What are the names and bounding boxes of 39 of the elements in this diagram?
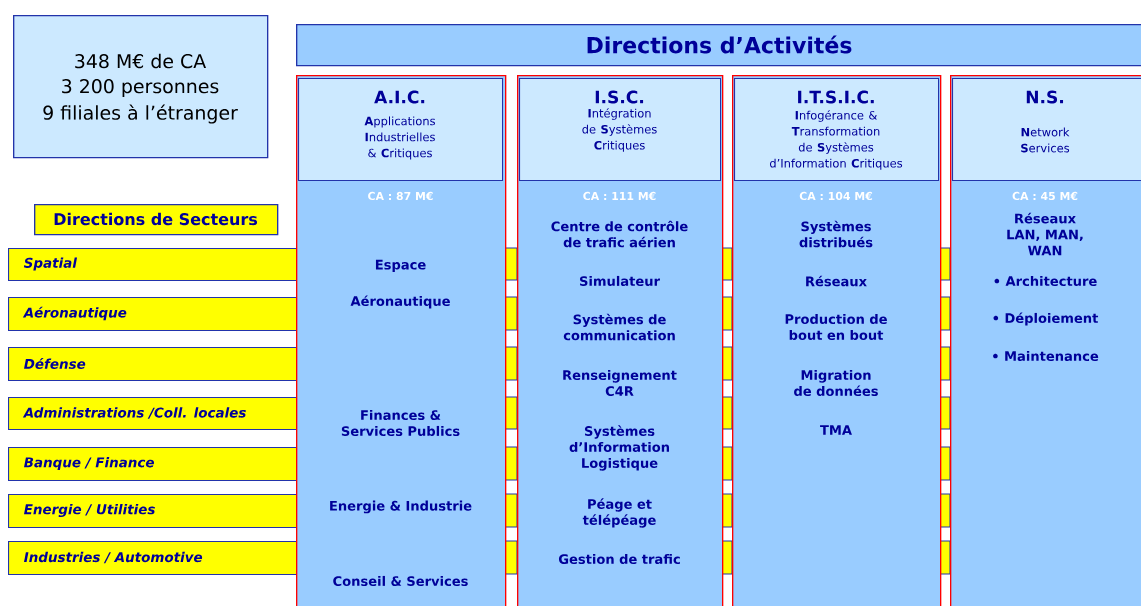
activity-item: Réseaux (806, 275, 867, 287)
activity-item: Simulateur (579, 275, 660, 287)
activity-item: Conseil & Services (333, 575, 468, 587)
activity-item: • Maintenance (993, 350, 1099, 362)
activity-item: Systèmes de communication (563, 313, 675, 341)
activity-item: Espace (375, 259, 426, 273)
activity-item: Migration de données (794, 369, 878, 397)
section-title-box: Directions de Secteurs (34, 204, 279, 236)
activity-item: Centre de contrôle de trafic aérien (551, 220, 688, 248)
activity-item: • Architecture (994, 275, 1097, 287)
sector-band: Energie / Utilities (8, 494, 298, 529)
header-box: I.T.S.I.C. Infogérance & Transformation de Systèmes d’Information Critiques (734, 78, 940, 182)
sector-band: Banque / Finance (8, 447, 298, 482)
activity-item: Réseaux LAN, MAN, WAN (1007, 212, 1083, 256)
sector-band: Administrations /Coll. locales (8, 397, 298, 431)
activity-item: Péage et télépéage (582, 498, 656, 528)
sector-band: Aéronautique (8, 297, 298, 332)
activity-item: Renseignement C4R (563, 369, 677, 397)
revenue-label: CA : 87 M€ (368, 191, 433, 201)
revenue-label: CA : 45 M€ (1012, 191, 1078, 201)
sector-band: Spatial (8, 248, 298, 282)
activity-item: Production de bout en bout (785, 313, 887, 341)
summary-box: 348 M€ de CA 3 200 personnes 9 filiales à l’étranger (13, 15, 269, 159)
header-box: I.S.C. Intégration de Systèmes Critiques (519, 78, 722, 182)
activity-item: • Déploiement (993, 312, 1099, 326)
activity-item: TMA (820, 425, 852, 435)
activity-item: Gestion de trafic (558, 553, 680, 565)
banner-box: Directions d’Activités (296, 24, 1141, 67)
activity-item: Aéronautique (350, 295, 450, 309)
revenue-label: CA : 111 M€ (583, 191, 656, 201)
sector-band: Industries / Automotive (8, 541, 298, 576)
activity-item: Finances & Services Publics (341, 409, 460, 437)
sector-band: Défense (8, 347, 298, 382)
activity-item: Energie & Industrie (330, 500, 472, 514)
header-box: N.S. Network Services (952, 78, 1141, 182)
activity-item: Systèmes distribués (799, 220, 873, 248)
header-box: A.I.C. Applications Industrielles & Critiques (298, 78, 504, 182)
activity-item: Systèmes d’Information Logistique (569, 425, 669, 471)
revenue-label: CA : 104 M€ (799, 191, 873, 201)
